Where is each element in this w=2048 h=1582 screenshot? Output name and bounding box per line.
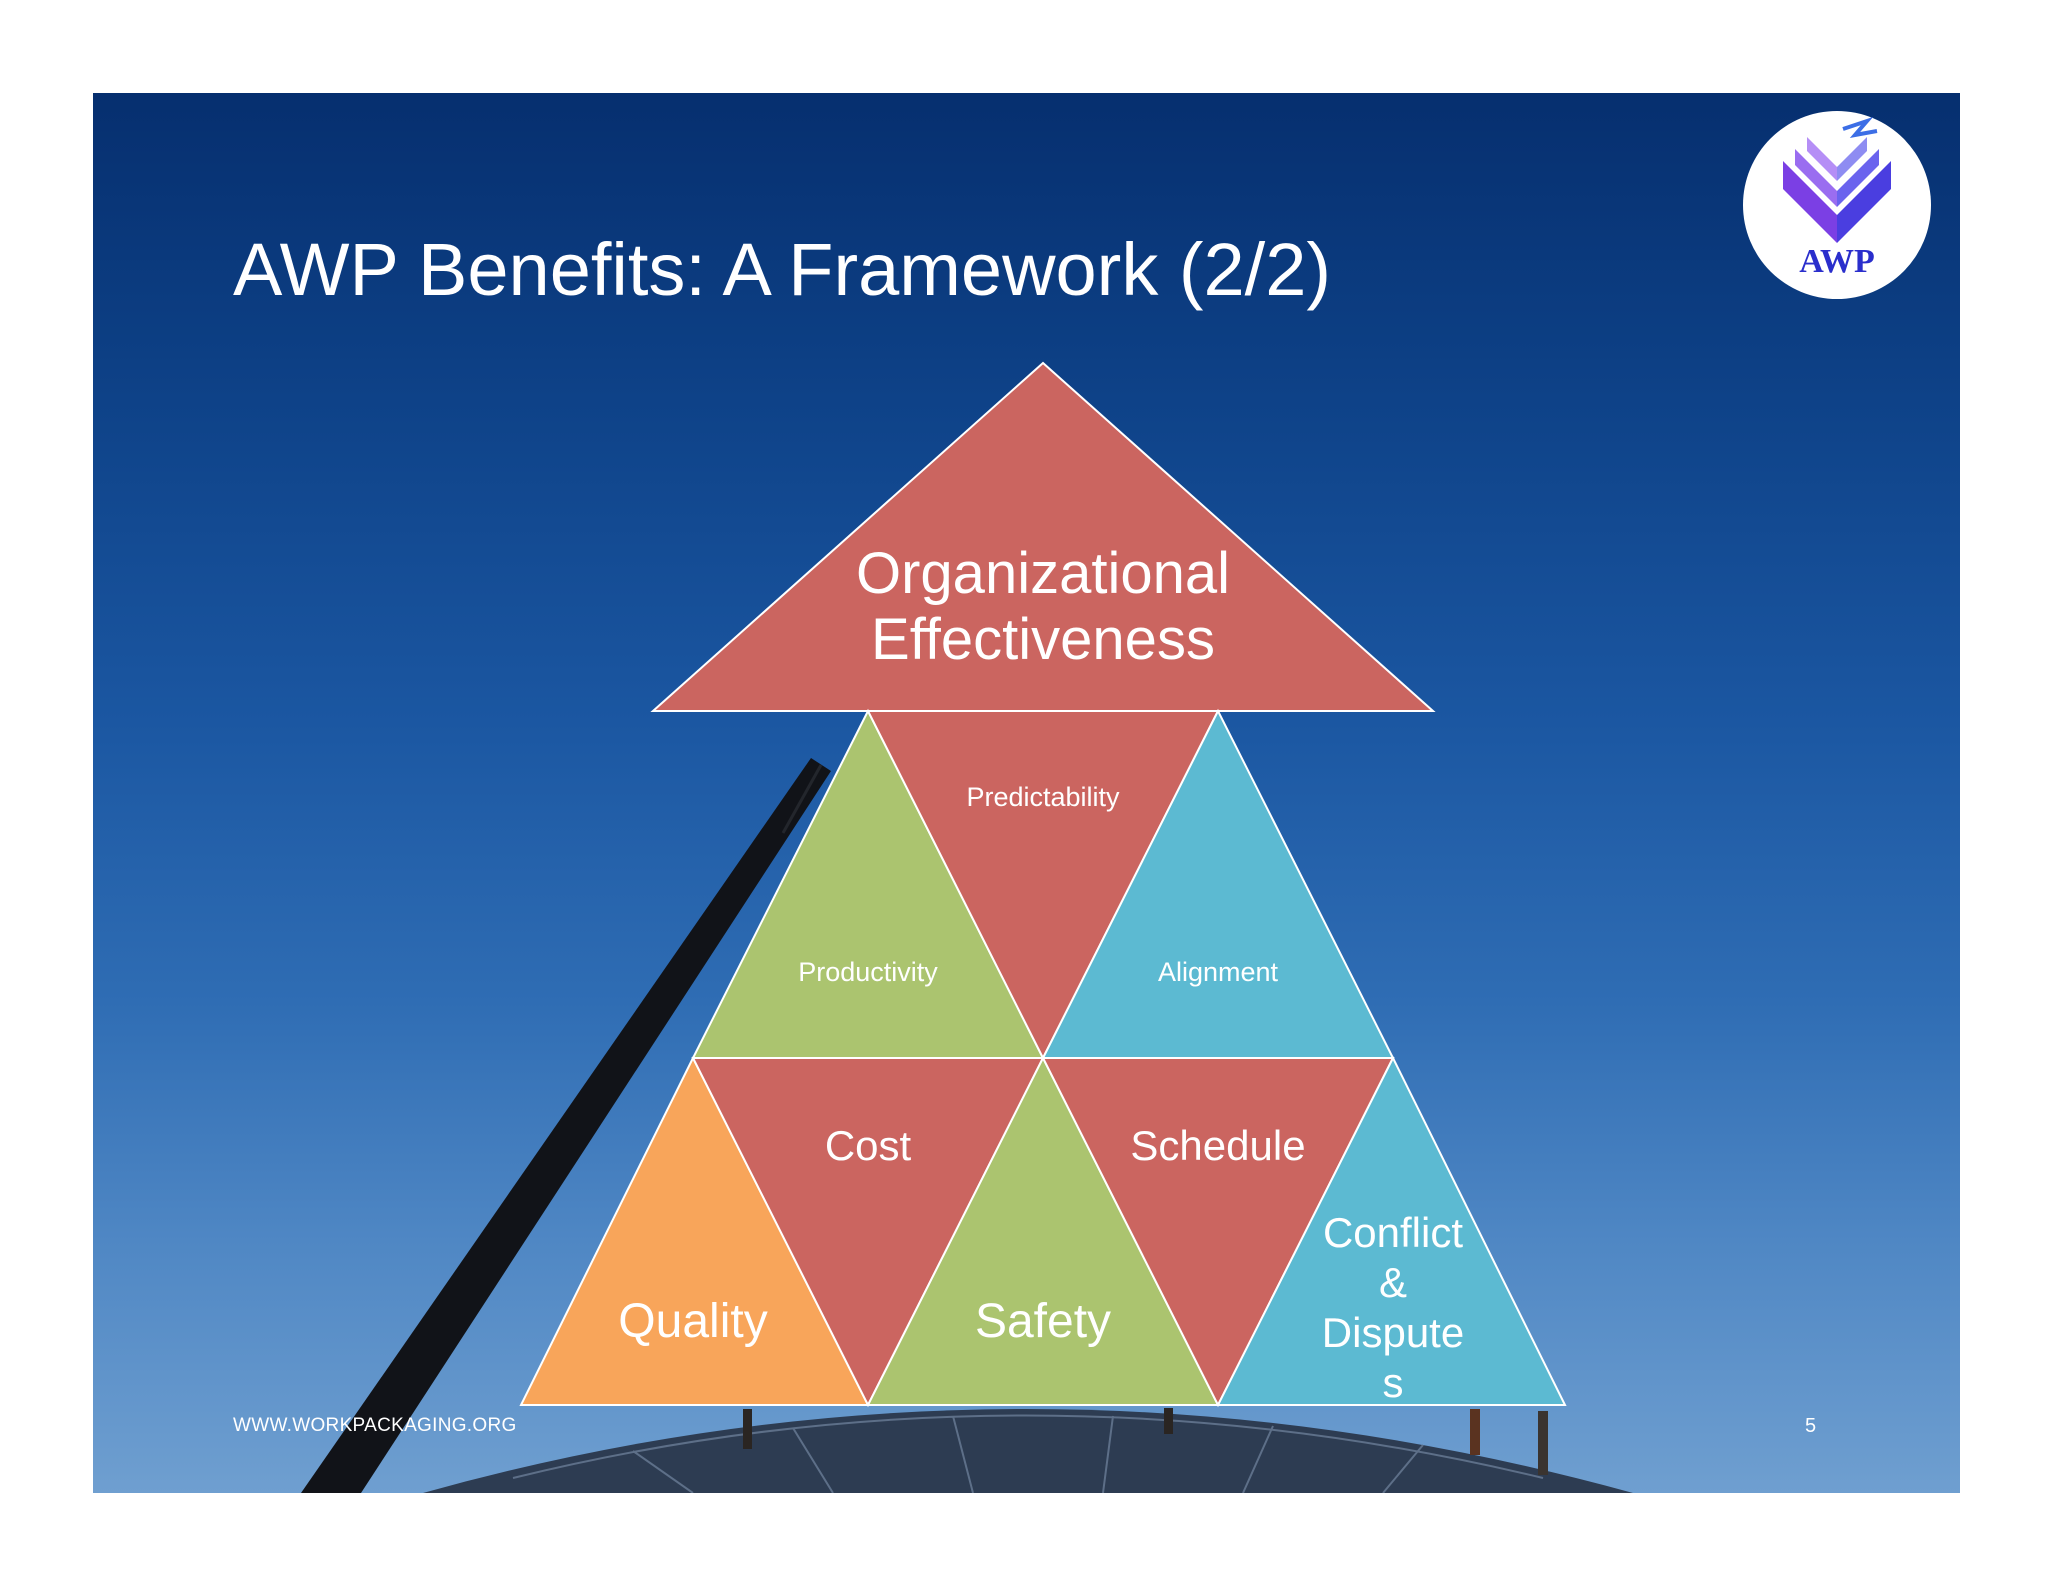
label-effectiveness: Effectiveness (871, 607, 1215, 672)
logo-text: AWP (1799, 243, 1875, 280)
slide: AWP Benefits: A Framework (2/2) AWP (93, 93, 1960, 1493)
dome-roof (423, 1409, 1633, 1493)
label-organizational: Organizational (856, 541, 1230, 606)
label-safety: Safety (975, 1295, 1111, 1348)
footer-url: WWW.WORKPACKAGING.ORG (233, 1415, 517, 1436)
worker-figure (1538, 1411, 1548, 1475)
label-dispute: Dispute (1322, 1309, 1464, 1356)
label-conflict: Conflict (1323, 1209, 1463, 1256)
label-cost: Cost (825, 1122, 912, 1169)
slide-title: AWP Benefits: A Framework (2/2) (233, 228, 1332, 311)
label-quality: Quality (618, 1295, 767, 1348)
label-ampersand: & (1379, 1259, 1407, 1306)
background-photo (301, 758, 1633, 1493)
label-alignment: Alignment (1158, 957, 1279, 987)
dome-grid (512, 1414, 1544, 1493)
triangle-conflict-disputes (1216, 1055, 1567, 1406)
label-predictability: Predictability (966, 782, 1120, 812)
label-productivity: Productivity (798, 957, 938, 987)
worker-figure (1470, 1409, 1480, 1455)
awp-logo: AWP (1743, 111, 1931, 299)
stacked-chevrons-icon (1783, 116, 1891, 243)
label-schedule: Schedule (1130, 1122, 1305, 1169)
label-dispute-s: s (1383, 1359, 1404, 1406)
worker-figure (743, 1409, 752, 1449)
pyramid-diagram: Organizational Effectiveness Predictabil… (519, 361, 1567, 1408)
crane-boom (301, 758, 831, 1493)
worker-figure (1164, 1408, 1173, 1434)
page-number: 5 (1805, 1415, 1817, 1437)
crane-cable (781, 764, 823, 834)
